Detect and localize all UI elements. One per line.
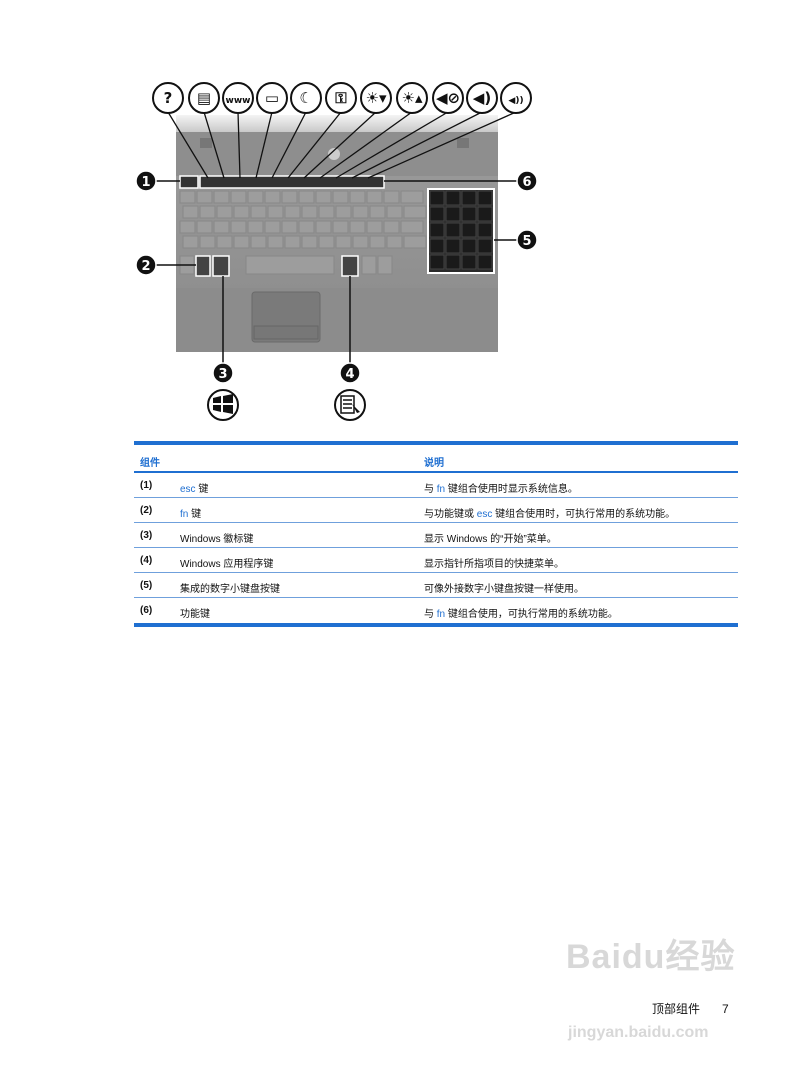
brightness-down-icon: ☀▾ [360, 82, 392, 114]
keyboard-keys [179, 190, 427, 275]
svg-text:▤: ▤ [197, 89, 211, 107]
baidu-watermark-url: jingyan.baidu.com [568, 1024, 709, 1041]
page-number: 7 [722, 1002, 729, 1016]
windows-key-highlight [212, 255, 230, 277]
svg-text:▭: ▭ [265, 89, 279, 107]
windows-logo-icon [207, 389, 239, 421]
component-description: 显示 Windows 的“开始”菜单。 [424, 534, 557, 545]
table-row: (1) esc 键 与 fn 键组合使用时显示系统信息。 [134, 473, 738, 498]
application-menu-icon [334, 389, 366, 421]
table-row: (3) Windows 徽标键 显示 Windows 的“开始”菜单。 [134, 523, 738, 548]
svg-text:?: ? [164, 89, 173, 107]
svg-text:⚿: ⚿ [335, 89, 347, 107]
svg-text:◀)): ◀)) [508, 96, 523, 106]
table-row: (2) fn 键 与功能键或 esc 键组合使用时，可执行常用的系统功能。 [134, 498, 738, 523]
callout-4: 4 [339, 362, 361, 384]
row-number: (1) [140, 480, 153, 491]
components-table: 组件 说明 (1) esc 键 与 fn 键组合使用时显示系统信息。(2) fn… [134, 441, 738, 627]
keyboard-figure: ? ▤ www ▭ ☾ ⚿ ☀▾ ☀▴ ◀⊘ ◀) ◀)) 1 2 3 4 5 6 [135, 82, 538, 421]
page-footer: 顶部组件 7 [652, 1002, 729, 1016]
sleep-icon: ☾ [290, 82, 322, 114]
table-header: 组件 说明 [134, 445, 738, 473]
component-name: Windows 徽标键 [180, 534, 254, 545]
function-keys-highlight [199, 175, 385, 189]
www-icon: www [222, 82, 254, 114]
esc-key-highlight [179, 175, 199, 189]
header-component: 组件 [140, 458, 160, 469]
row-number: (2) [140, 505, 153, 516]
svg-text:4: 4 [345, 367, 354, 382]
component-description: 显示指针所指项目的快捷菜单。 [424, 559, 564, 570]
component-name: 功能键 [180, 609, 210, 620]
component-description: 可像外接数字小键盘按键一样使用。 [424, 584, 584, 595]
table-row: (5) 集成的数字小键盘按键 可像外接数字小键盘按键一样使用。 [134, 573, 738, 598]
row-number: (6) [140, 605, 153, 616]
volume-down-icon: ◀) [466, 82, 498, 114]
table-row: (6) 功能键 与 fn 键组合使用，可执行常用的系统功能。 [134, 598, 738, 622]
print-icon: ▤ [188, 82, 220, 114]
callout-6: 6 [516, 170, 538, 192]
svg-text:◀⊘: ◀⊘ [436, 89, 460, 107]
callout-1: 1 [135, 170, 157, 192]
svg-text:☾: ☾ [299, 89, 312, 107]
component-name: esc 键 [180, 484, 209, 495]
svg-text:2: 2 [141, 259, 150, 274]
component-description: 与 fn 键组合使用时显示系统信息。 [424, 484, 578, 495]
component-description: 与 fn 键组合使用，可执行常用的系统功能。 [424, 609, 618, 620]
volume-up-icon: ◀)) [500, 82, 532, 114]
help-icon: ? [152, 82, 184, 114]
svg-text:◀): ◀) [473, 89, 491, 107]
callout-3: 3 [212, 362, 234, 384]
svg-text:☀▾: ☀▾ [366, 89, 387, 107]
callout-2: 2 [135, 254, 157, 276]
component-name: fn 键 [180, 509, 202, 520]
component-name: 集成的数字小键盘按键 [180, 584, 280, 595]
app-key-highlight [341, 255, 359, 277]
footer-section: 顶部组件 [652, 1002, 701, 1016]
svg-text:www: www [226, 96, 251, 106]
component-description: 与功能键或 esc 键组合使用时，可执行常用的系统功能。 [424, 509, 676, 520]
svg-text:☀▴: ☀▴ [402, 89, 423, 107]
lock-icon: ⚿ [325, 82, 357, 114]
header-description: 说明 [424, 458, 444, 469]
baidu-watermark: Baidu经验 [566, 938, 736, 976]
fn-key-highlight [195, 255, 211, 277]
callout-5: 5 [516, 229, 538, 251]
component-name: Windows 应用程序键 [180, 559, 274, 570]
table-row: (4) Windows 应用程序键 显示指针所指项目的快捷菜单。 [134, 548, 738, 573]
row-number: (4) [140, 555, 153, 566]
row-number: (5) [140, 580, 153, 591]
mute-icon: ◀⊘ [432, 82, 464, 114]
svg-text:5: 5 [522, 234, 531, 249]
svg-text:3: 3 [218, 367, 227, 382]
brightness-up-icon: ☀▴ [396, 82, 428, 114]
display-switch-icon: ▭ [256, 82, 288, 114]
row-number: (3) [140, 530, 153, 541]
svg-text:6: 6 [522, 175, 531, 190]
svg-text:1: 1 [141, 175, 150, 190]
